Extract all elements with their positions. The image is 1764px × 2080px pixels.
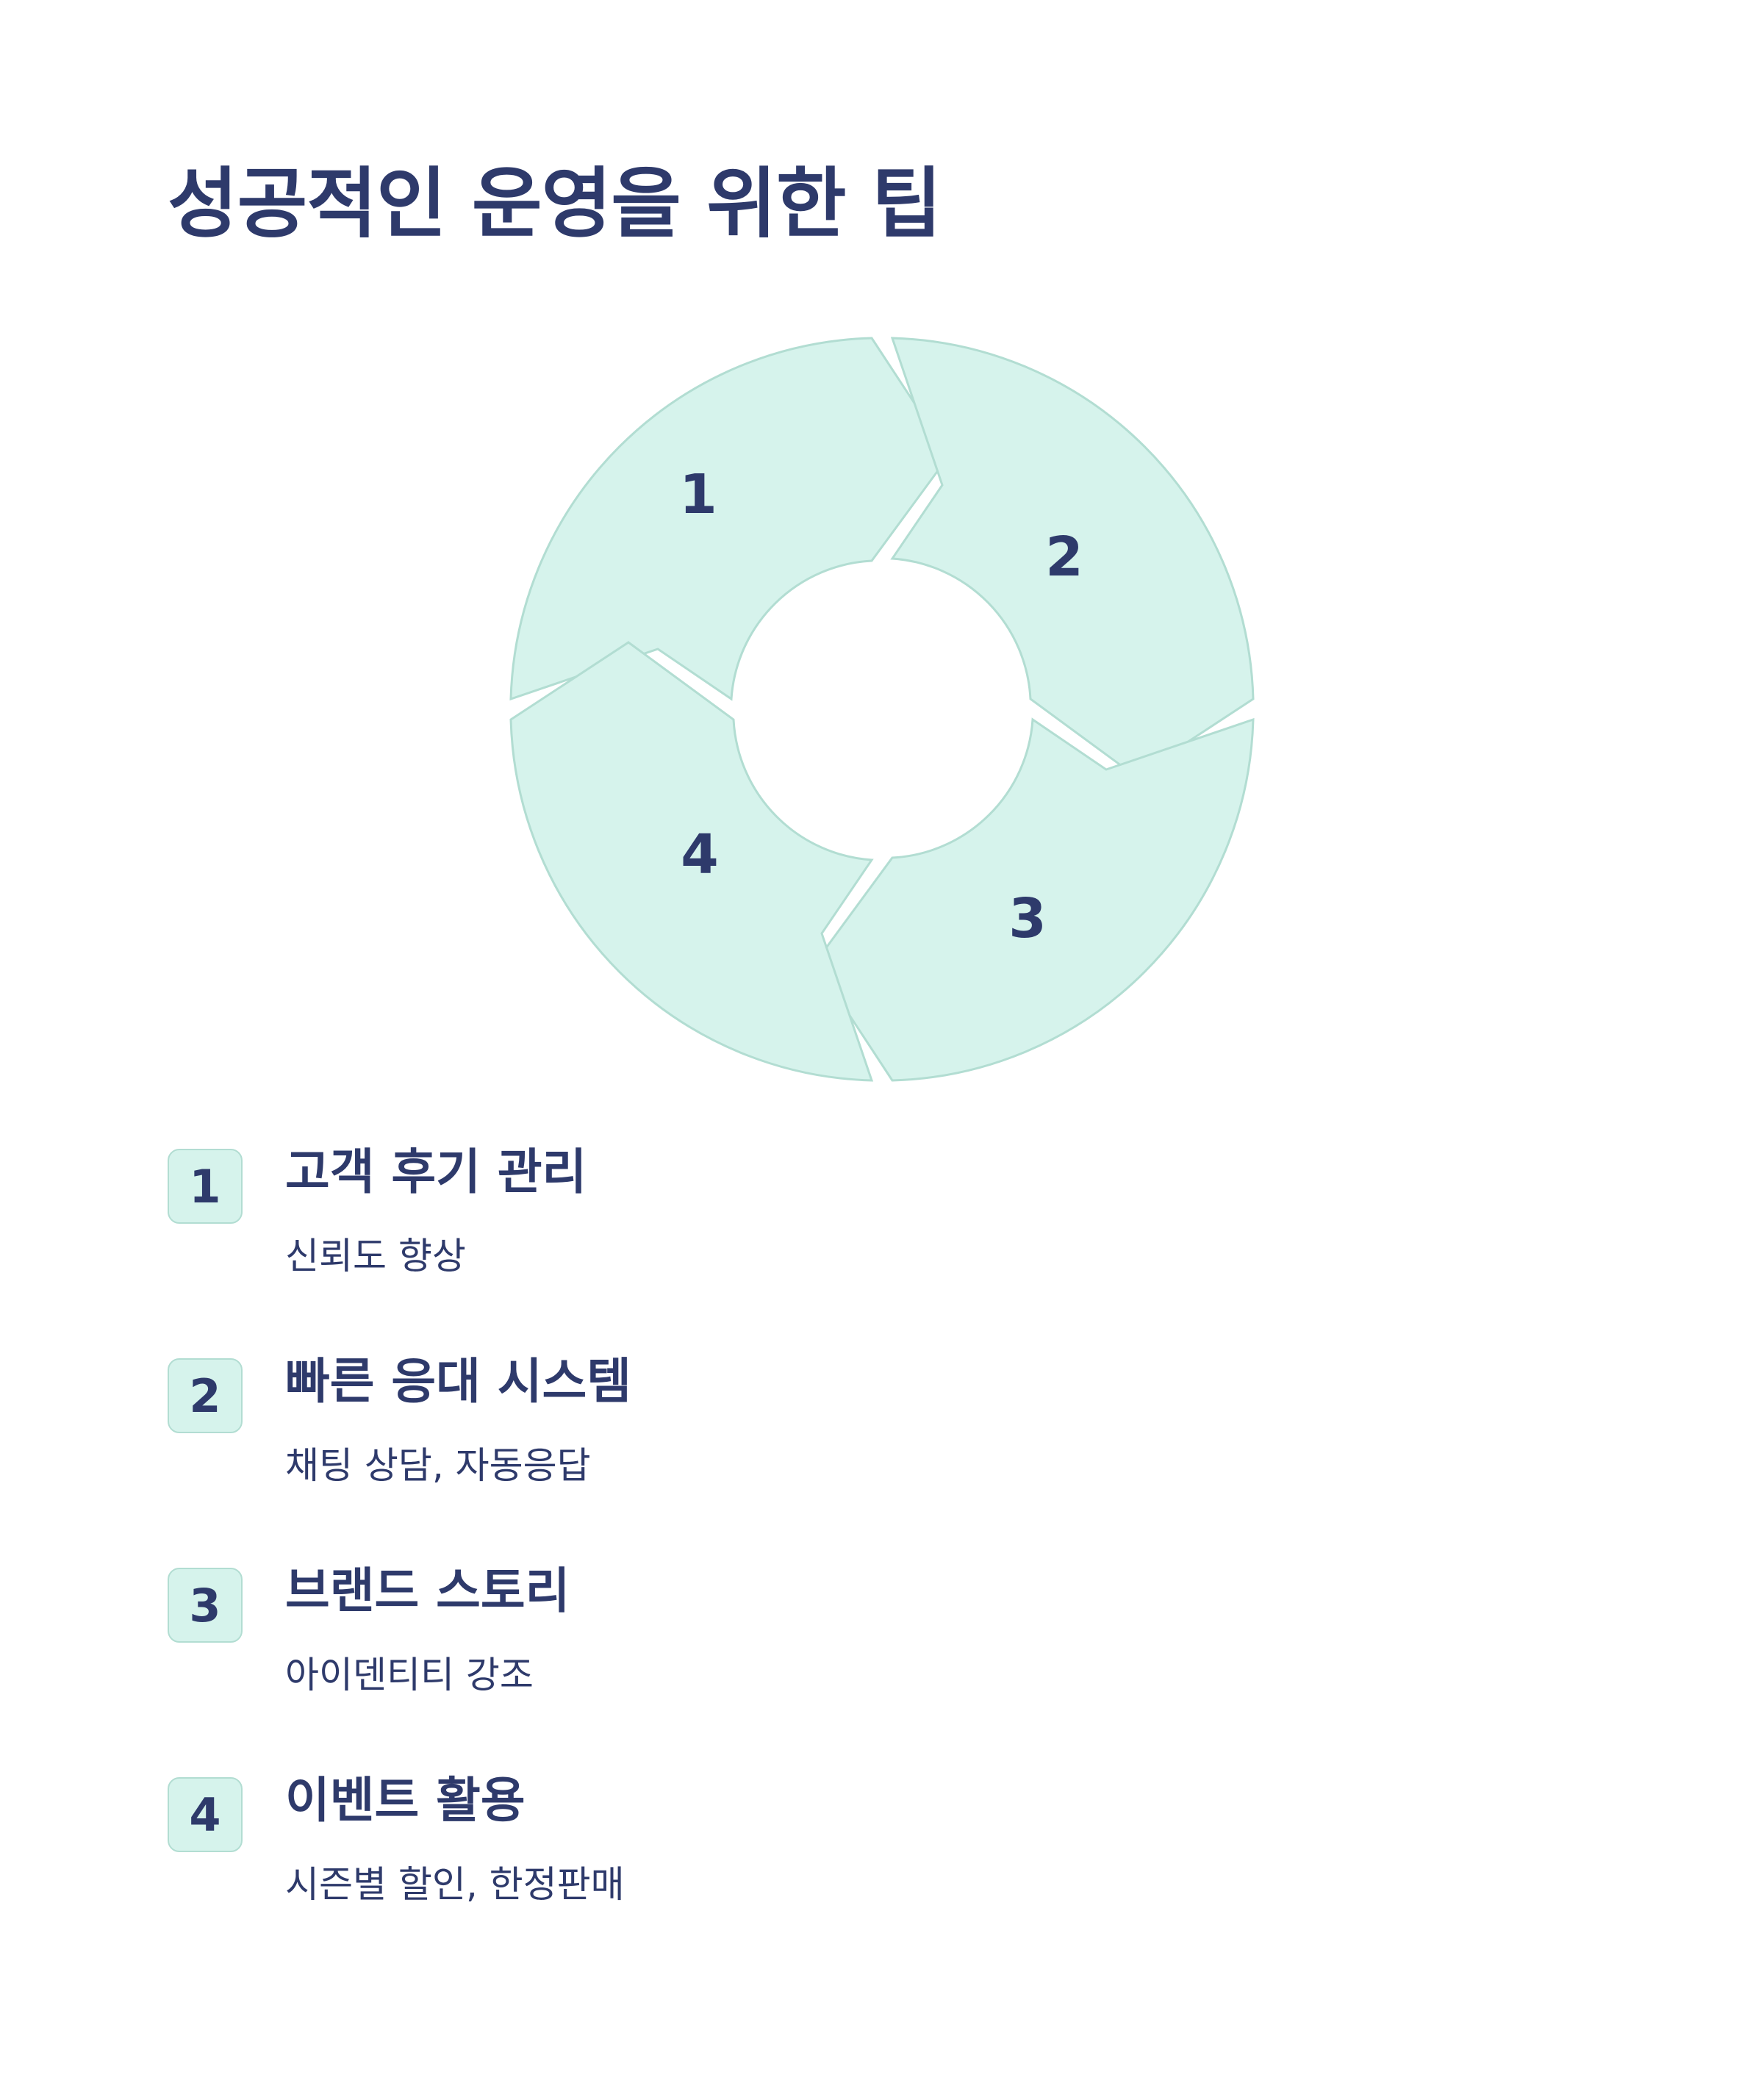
cycle-diagram: 1 2 3 4 [509, 337, 1255, 1082]
cycle-segment-4-label: 4 [681, 823, 719, 886]
cycle-segment-1-label: 1 [679, 463, 717, 526]
tip-title: 브랜드 스토리 [285, 1563, 570, 1619]
tip-title: 고객 후기 관리 [285, 1144, 587, 1200]
tip-item-4: 4 이벤트 활용 시즌별 할인, 한정판매 [168, 1771, 1564, 1981]
tip-list: 1 고객 후기 관리 신뢰도 향상 2 빠른 응대 시스템 채팅 상담, 자동응… [168, 1143, 1564, 1981]
cycle-segment-2-label: 2 [1045, 526, 1083, 589]
tip-description: 아이덴티티 강조 [285, 1654, 534, 1696]
tip-description: 시즌별 할인, 한정판매 [285, 1863, 625, 1906]
cycle-segment-3: 3 [814, 717, 1255, 1082]
tip-item-1: 1 고객 후기 관리 신뢰도 향상 [168, 1143, 1564, 1352]
cycle-segment-4: 4 [509, 641, 874, 1082]
tip-item-3: 3 브랜드 스토리 아이덴티티 강조 [168, 1562, 1564, 1771]
tip-description: 채팅 상담, 자동응답 [285, 1444, 591, 1487]
cycle-segment-1: 1 [509, 337, 950, 701]
tip-item-2: 2 빠른 응대 시스템 채팅 상담, 자동응답 [168, 1352, 1564, 1562]
tip-number-badge: 4 [168, 1777, 243, 1852]
tip-description: 신뢰도 향상 [285, 1235, 466, 1277]
cycle-segment-3-label: 3 [1008, 887, 1047, 950]
cycle-segment-2: 2 [890, 337, 1255, 778]
tip-title: 빠른 응대 시스템 [285, 1353, 631, 1410]
tip-number-badge: 3 [168, 1568, 243, 1643]
tip-number-badge: 2 [168, 1358, 243, 1433]
tip-number-badge: 1 [168, 1149, 243, 1224]
page-title: 성공적인 운영을 위한 팁 [168, 159, 942, 248]
tip-title: 이벤트 활용 [285, 1772, 526, 1829]
